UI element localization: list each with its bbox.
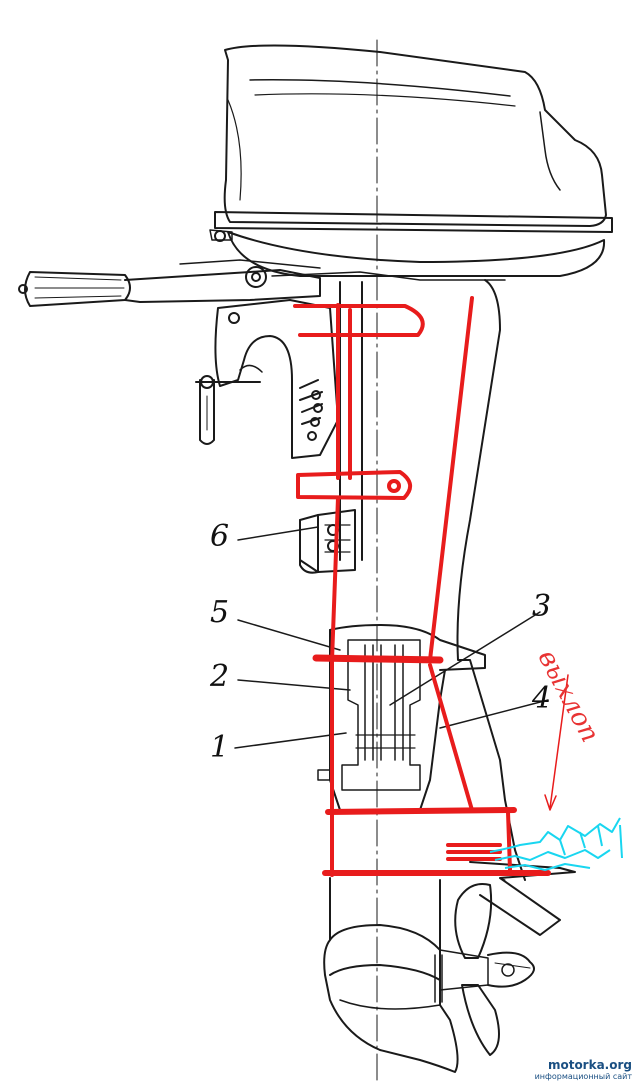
label-2: 2 bbox=[210, 659, 230, 694]
site-watermark: motorka.org информационный сайт bbox=[535, 1058, 632, 1081]
tiller-handle bbox=[18, 259, 506, 307]
label-4: 4 bbox=[532, 681, 552, 716]
label-1: 1 bbox=[210, 730, 230, 765]
clamp-bracket bbox=[195, 299, 339, 459]
label-6: 6 bbox=[210, 519, 230, 554]
gearcase bbox=[323, 877, 489, 1073]
engine-cover bbox=[209, 44, 613, 277]
leader-lines bbox=[234, 526, 549, 749]
label-3: 3 bbox=[532, 589, 552, 624]
watermark-tagline: информационный сайт bbox=[534, 1072, 632, 1081]
propeller bbox=[454, 883, 535, 1056]
watermark-site: motorka.org bbox=[547, 1058, 632, 1072]
red-markup bbox=[293, 296, 569, 877]
exhaust-scribble bbox=[489, 817, 623, 871]
label-5: 5 bbox=[210, 595, 230, 630]
